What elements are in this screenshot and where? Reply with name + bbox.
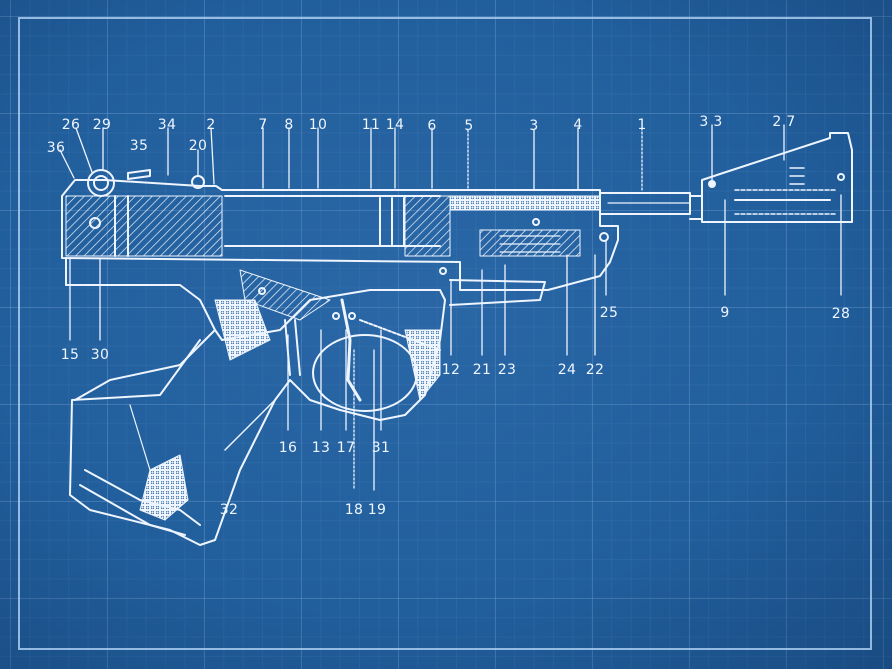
- leader-lines: [59, 124, 842, 491]
- part-label-27: 2 7: [772, 114, 796, 130]
- part-label-32: 32: [219, 502, 239, 518]
- part-label-13: 13: [311, 440, 331, 456]
- compensator: [701, 132, 853, 223]
- part-label-28: 28: [831, 306, 851, 322]
- part-label-11: 11: [361, 117, 381, 133]
- frame-lower: [65, 257, 546, 546]
- blueprint-border-frame: [18, 17, 872, 650]
- part-label-18: 18: [344, 502, 364, 518]
- part-label-9: 9: [720, 305, 730, 321]
- part-label-25: 25: [599, 305, 619, 321]
- part-label-8: 8: [284, 117, 294, 133]
- part-label-30: 30: [90, 347, 110, 363]
- part-label-2: 2: [206, 117, 216, 133]
- part-label-35: 35: [129, 138, 149, 154]
- receiver-upper: [61, 179, 619, 291]
- part-label-12: 12: [441, 362, 461, 378]
- part-label-10: 10: [308, 117, 328, 133]
- part-label-3: 3: [529, 118, 539, 134]
- part-label-31: 31: [371, 440, 391, 456]
- part-label-5: 5: [464, 118, 474, 134]
- part-label-14: 14: [385, 117, 405, 133]
- part-label-15: 15: [60, 347, 80, 363]
- part-label-22: 22: [585, 362, 605, 378]
- part-label-36: 36: [46, 140, 66, 156]
- part-label-19: 19: [367, 502, 387, 518]
- part-label-20: 20: [188, 138, 208, 154]
- part-label-4: 4: [573, 117, 583, 133]
- part-label-24: 24: [557, 362, 577, 378]
- part-label-17: 17: [336, 440, 356, 456]
- part-label-1: 1: [637, 117, 647, 133]
- part-label-6: 6: [427, 118, 437, 134]
- part-label-7: 7: [258, 117, 268, 133]
- rear-cocking-knob: [87, 169, 205, 197]
- part-label-33: 3 3: [699, 114, 723, 130]
- grip: [74, 329, 276, 536]
- part-label-16: 16: [278, 440, 298, 456]
- part-label-29: 29: [92, 117, 112, 133]
- barrel: [599, 192, 703, 220]
- part-label-23: 23: [497, 362, 517, 378]
- part-label-26: 26: [61, 117, 81, 133]
- part-label-34: 34: [157, 117, 177, 133]
- part-label-21: 21: [472, 362, 492, 378]
